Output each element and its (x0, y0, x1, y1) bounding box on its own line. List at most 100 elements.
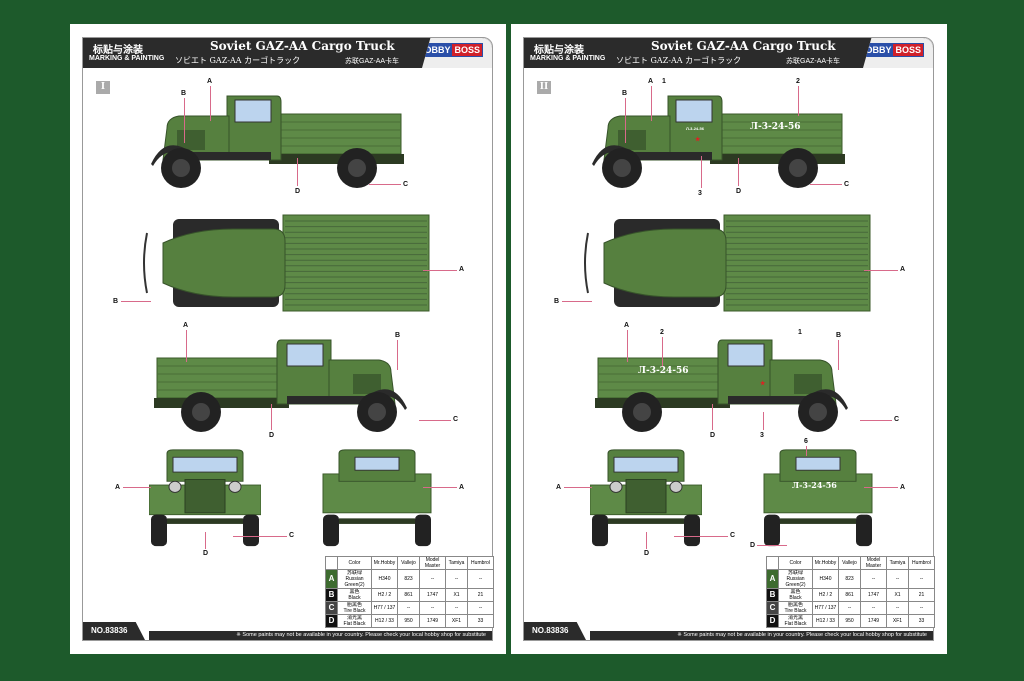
leader-line (186, 330, 187, 362)
logo-boss: BOSS (452, 44, 482, 56)
color-name-en: Black (348, 595, 361, 601)
color-name-cn: 消光黑 (346, 615, 362, 622)
callout-label: 2 (796, 78, 800, 85)
leader-line (562, 301, 592, 302)
color-name-en: Tire Black (784, 608, 807, 614)
table-header: Vallejo (838, 556, 861, 570)
table-header-blank (766, 556, 779, 570)
footer-note: ※ Some paints may not be available in yo… (149, 631, 492, 640)
header-jp-title: ソビエト GAZ-AA カーゴトラック (616, 56, 742, 65)
callout-label: A (900, 484, 906, 491)
callout-label: A (900, 266, 906, 273)
table-header: Mr.Hobby (812, 556, 839, 570)
callout-label: B (113, 298, 119, 305)
header-cn-title: 苏联GAZ-AA卡车 (345, 58, 400, 65)
color-key: A (325, 569, 338, 589)
callout-label: C (453, 416, 459, 423)
color-name-cn: 苏联绿 (787, 570, 803, 577)
header-en-label: MARKING & PAINTING (530, 55, 606, 62)
logo-hobby: HOBBY (858, 44, 894, 56)
callout-label: A (183, 322, 189, 329)
leader-line (297, 158, 298, 186)
cell-humbrol: 33 (467, 614, 494, 628)
cell-mr-hobby: H77 / 137 (371, 601, 398, 615)
logo-hobby: HOBBY (417, 44, 453, 56)
color-name-en: Russian Green(2) (785, 576, 806, 588)
cell-humbrol: 21 (467, 588, 494, 602)
color-key: B (325, 588, 338, 602)
front-view (148, 448, 262, 553)
leader-line (701, 156, 702, 188)
callout-label: 1 (798, 329, 802, 336)
callout-label: A (459, 266, 465, 273)
color-name-cn: 黑色 (349, 589, 360, 596)
callout-label: C (844, 181, 850, 188)
cell-vallejo: 823 (397, 569, 420, 589)
rear-registration: Л-3-24-56 (792, 480, 837, 490)
header-jp-title: ソビエト GAZ-AA カーゴトラック (175, 56, 301, 65)
side-view-left (149, 88, 409, 203)
header-en-label: MARKING & PAINTING (89, 55, 165, 62)
color-name-en: Tire Black (343, 608, 366, 614)
leader-line (423, 270, 457, 271)
color-name-cn: 胎黑色 (787, 602, 803, 609)
callout-label: A (624, 322, 630, 329)
top-view (143, 213, 433, 318)
color-name-cn: 苏联绿 (346, 570, 362, 577)
table-header-blank (325, 556, 338, 570)
cell-humbrol: -- (467, 601, 494, 615)
cell-vallejo: -- (838, 601, 861, 615)
cell-model-master: -- (860, 569, 887, 589)
cell-humbrol: -- (908, 569, 935, 589)
cell-mr-hobby: H12 / 33 (812, 614, 839, 628)
header-cn-label: 标贴与涂装 (93, 45, 143, 56)
callout-label: 3 (760, 432, 764, 439)
top-view (584, 213, 874, 318)
callout-label: D (750, 542, 756, 549)
cell-model-master: -- (419, 569, 446, 589)
table-header: Model Master (419, 556, 446, 570)
cell-tamiya: -- (445, 569, 468, 589)
leader-line (419, 420, 451, 421)
leader-line (210, 86, 211, 121)
color-key: C (325, 601, 338, 615)
callout-label: A (459, 484, 465, 491)
table-header: Humbrol (908, 556, 935, 570)
leader-line (271, 404, 272, 430)
table-header: Color (337, 556, 372, 570)
color-name-en: Russian Green(2) (344, 576, 365, 588)
leader-line (712, 404, 713, 430)
cell-mr-hobby: H2 / 2 (371, 588, 398, 602)
leader-line (123, 487, 151, 488)
cell-humbrol: 21 (908, 588, 935, 602)
table-header: Tamiya (886, 556, 909, 570)
cell-tamiya: -- (886, 569, 909, 589)
cell-vallejo: 823 (838, 569, 861, 589)
side-view-left (590, 88, 850, 203)
kit-number: NO.83836 (83, 622, 145, 640)
table-header: Color (778, 556, 813, 570)
leader-line (757, 545, 787, 546)
callout-label: A (556, 484, 562, 491)
callout-label: 2 (660, 329, 664, 336)
color-name-cn: 黑色 (790, 589, 801, 596)
red-star-icon: ★ (695, 137, 701, 143)
rear-view (762, 448, 874, 553)
color-key: D (766, 614, 779, 628)
cell-model-master: 1747 (419, 588, 446, 602)
cell-mr-hobby: H340 (371, 569, 398, 589)
door-registration: Л-3-24-56 (686, 126, 704, 131)
